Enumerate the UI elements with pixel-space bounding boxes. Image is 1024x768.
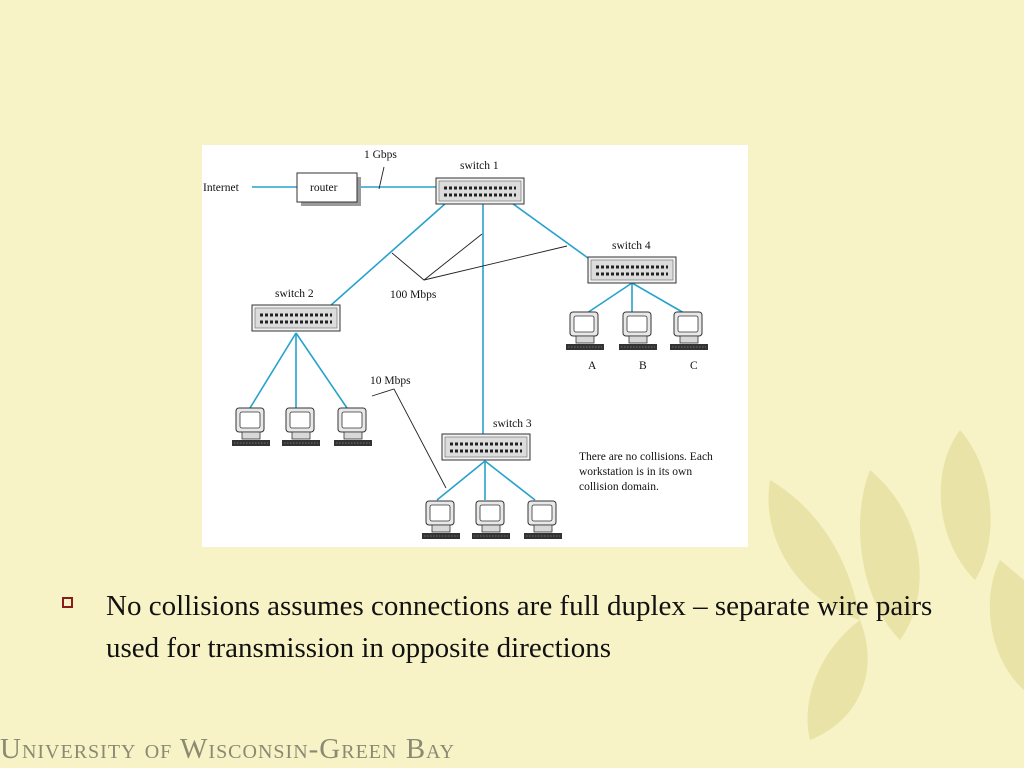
note-line-3: collision domain. (579, 481, 659, 493)
callout-1gbps (378, 166, 385, 190)
note-line-2: workstation is in its own (579, 466, 692, 478)
note-line-1: There are no collisions. Each (579, 451, 713, 463)
link-switch4-pcA (586, 282, 633, 314)
switch4-label: switch 4 (612, 240, 651, 252)
university-wordmark: University of Wisconsin-Green Bay (0, 733, 456, 765)
link-switch3-pc3 (484, 460, 536, 501)
switch2-label: switch 2 (275, 288, 314, 300)
bullet-text: No collisions assumes connections are fu… (106, 590, 933, 664)
workstation-icon-a (565, 311, 605, 351)
bandwidth-1gbps-label: 1 Gbps (364, 149, 397, 161)
callout-100mbps (391, 233, 483, 281)
workstation-icon (421, 500, 461, 540)
workstation-label-b: B (639, 360, 647, 372)
workstation-icon (231, 407, 271, 447)
link-switch1-switch2 (329, 202, 447, 307)
callout-10mbps (371, 388, 447, 489)
switch3-label: switch 3 (493, 418, 532, 430)
bullet-marker-icon (62, 597, 73, 608)
network-diagram: Internet router 1 Gbps switch 1 switch 2… (202, 145, 748, 547)
bandwidth-100mbps-label: 100 Mbps (390, 289, 437, 301)
switch1-label: switch 1 (460, 160, 499, 172)
workstation-icon-c (669, 311, 709, 351)
switch1-icon (434, 176, 526, 206)
workstation-label-c: C (690, 360, 698, 372)
link-switch3-pc1 (436, 460, 486, 501)
switch2-icon (250, 303, 342, 333)
internet-label: Internet (203, 182, 240, 194)
switch4-icon (586, 255, 678, 285)
bandwidth-10mbps-label: 10 Mbps (370, 375, 411, 387)
link-switch2-pc1 (249, 332, 297, 409)
link-switch2-pc3 (295, 332, 348, 409)
workstation-icon-b (618, 311, 658, 351)
callout-100mbps-right (423, 245, 568, 281)
router-icon (296, 172, 361, 206)
workstation-icon (471, 500, 511, 540)
workstation-icon (523, 500, 563, 540)
router-label: router (310, 182, 338, 194)
link-switch4-pcC (631, 282, 685, 314)
workstation-label-a: A (588, 360, 597, 372)
switch3-icon (440, 432, 532, 462)
workstation-icon (333, 407, 373, 447)
workstation-icon (281, 407, 321, 447)
